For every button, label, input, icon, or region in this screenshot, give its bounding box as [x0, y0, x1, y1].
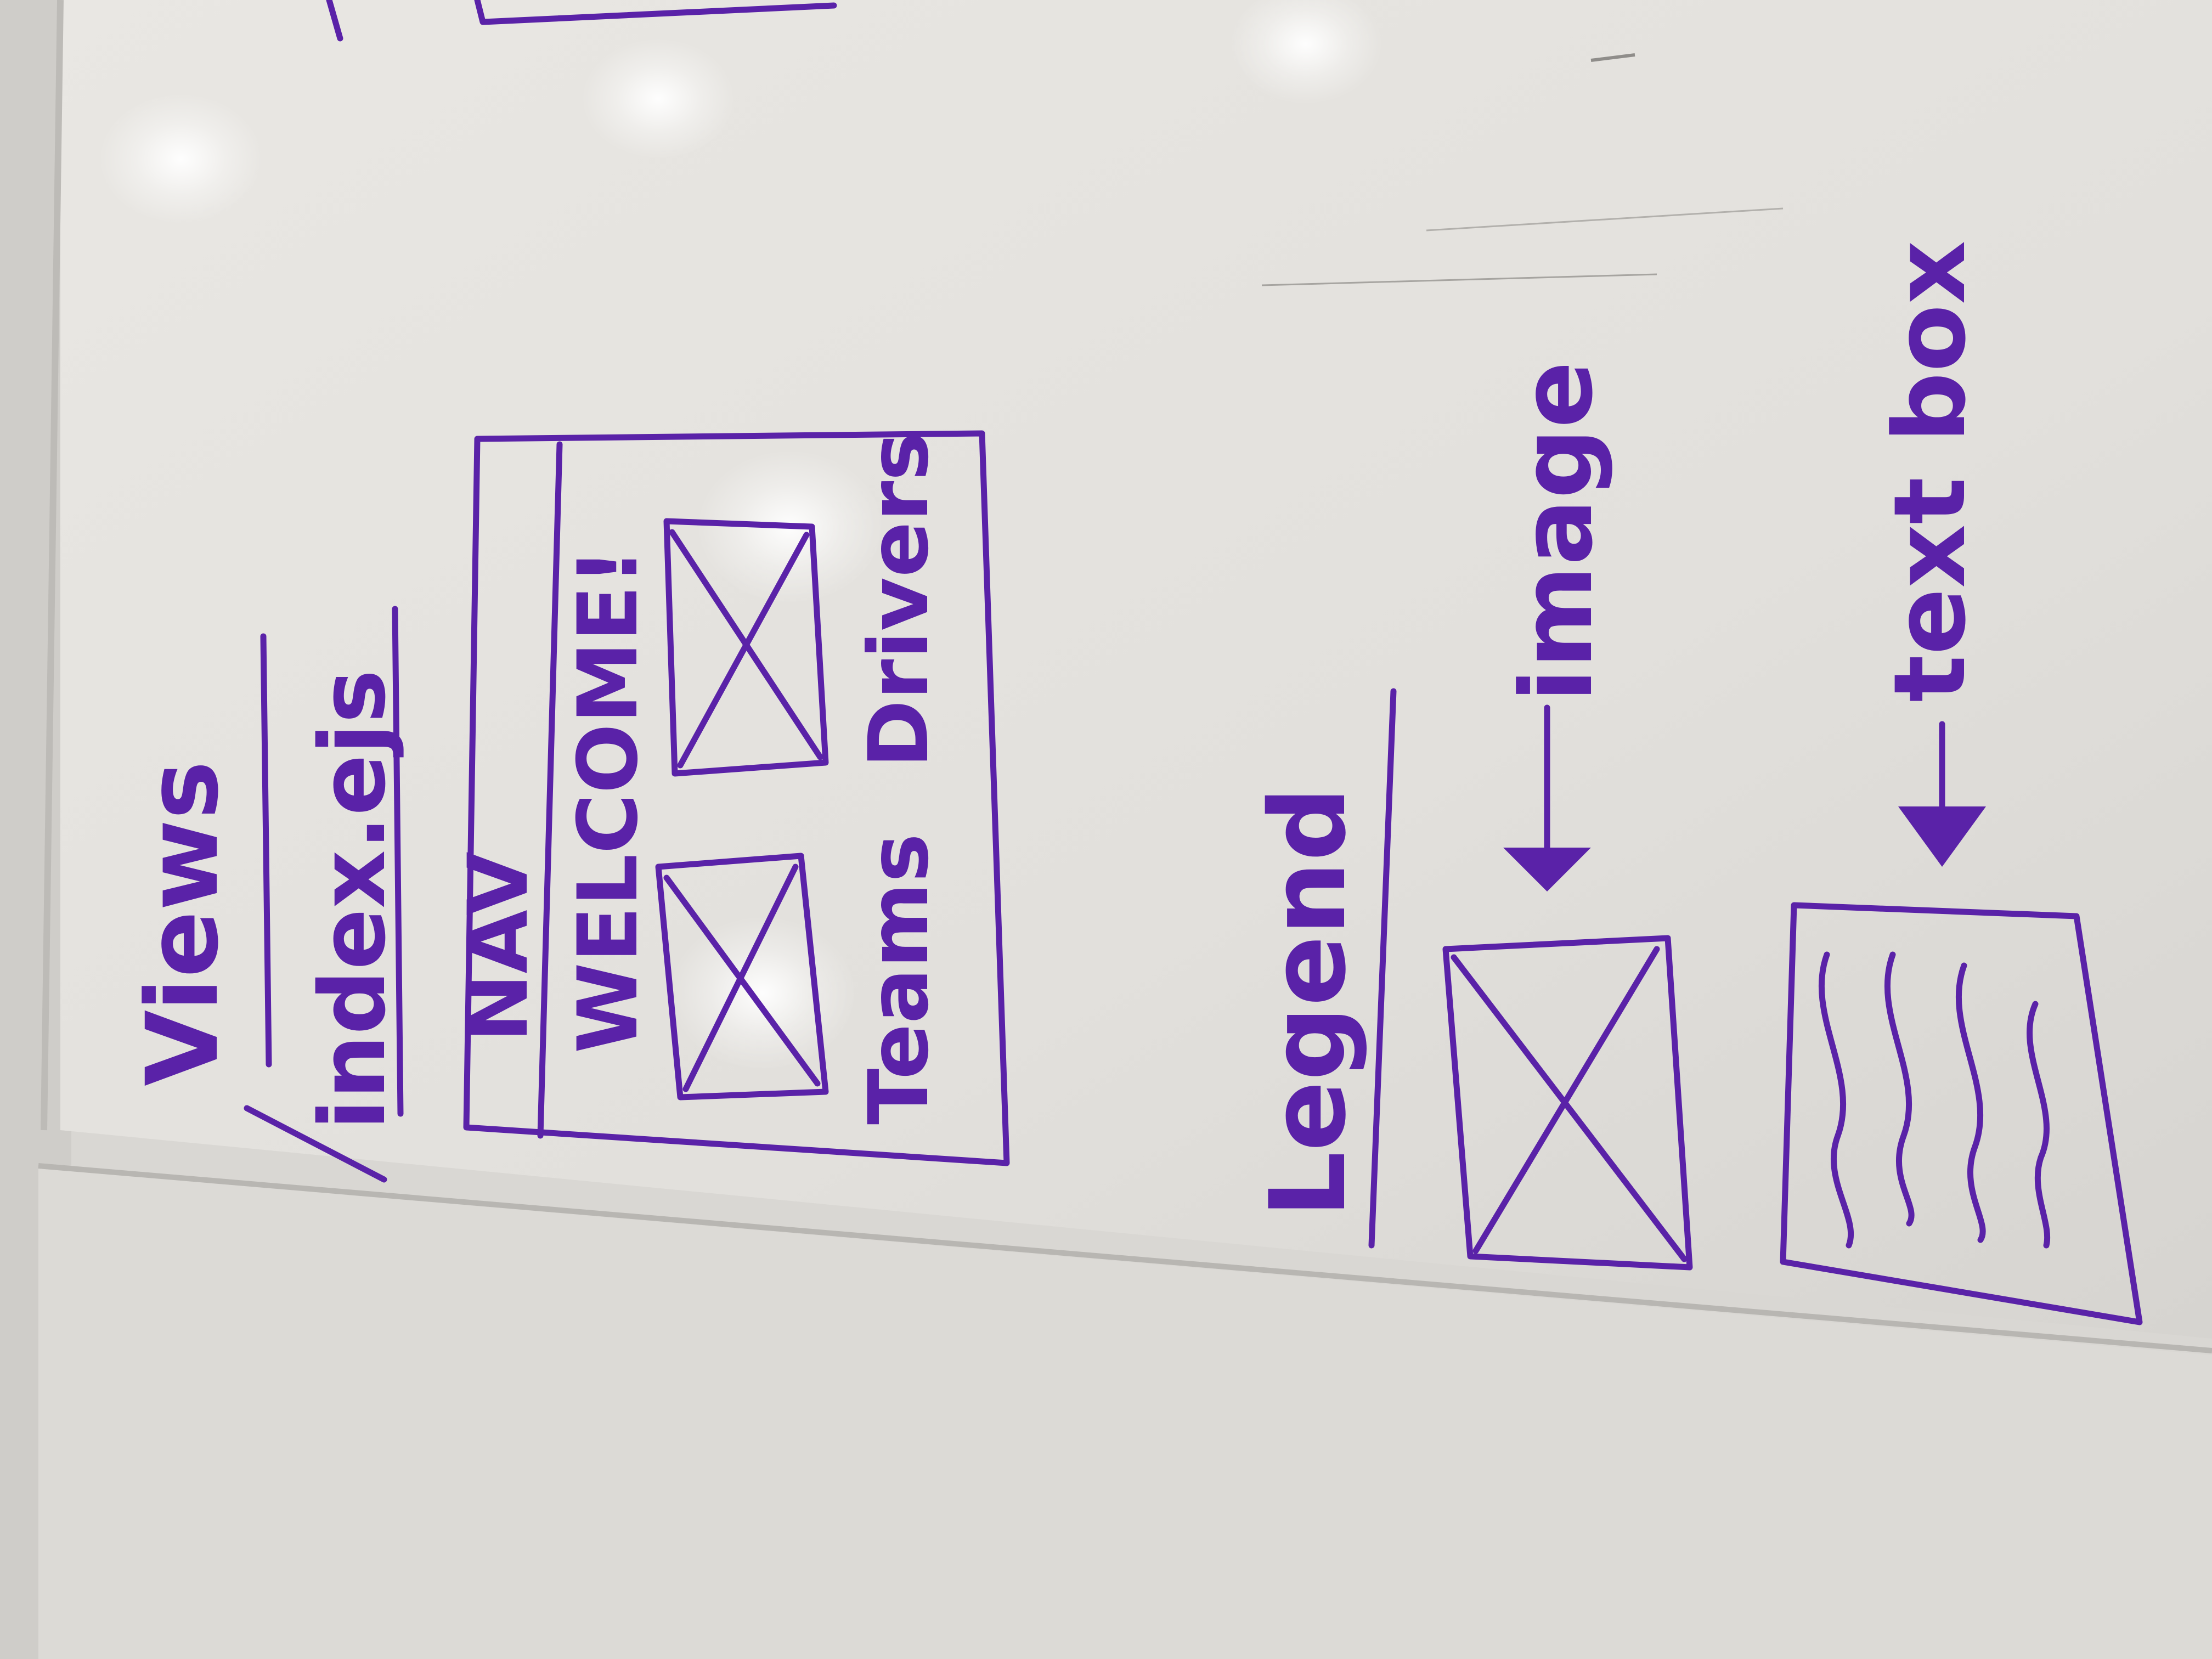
views-underline	[260, 633, 272, 1068]
legend-image-icon	[1442, 935, 1693, 1271]
board-panel-seam	[38, 1163, 2212, 1353]
wireframe-image-placeholder	[663, 518, 829, 777]
wireframe-nav-divider	[537, 441, 563, 1139]
arrow-left-icon	[1503, 848, 1591, 891]
board-scratch	[1426, 207, 1784, 232]
board-scratch	[1261, 273, 1657, 286]
light-glare	[99, 93, 263, 225]
legend-underline	[1368, 688, 1397, 1249]
wireframe-drivers-label: Drivers	[851, 432, 947, 768]
wireframe-teams-label: Teams	[851, 833, 947, 1125]
legend-text-box-label: text box	[1873, 240, 1988, 702]
fragment-top-line	[326, 0, 343, 42]
index-underline	[392, 606, 404, 1117]
legend-title: Legend	[1248, 787, 1369, 1218]
board-panel-lower	[38, 1169, 2212, 1659]
fragment-top-box	[474, 0, 837, 25]
wireframe-nav-label: NAV	[451, 851, 546, 1042]
board-left-rail	[41, 0, 64, 1131]
arrow-down-icon	[1898, 806, 1986, 867]
light-glare	[1229, 0, 1383, 104]
page-file-name: index.ejs	[300, 669, 405, 1130]
light-glare	[582, 38, 735, 159]
wireframe-welcome-label: WELCOME!	[561, 548, 656, 1053]
legend-image-label: image	[1500, 361, 1615, 702]
board-scratch	[1590, 53, 1635, 62]
wireframe-page-box	[463, 430, 1010, 1166]
heading-views: Views	[126, 761, 240, 1086]
wireframe-image-placeholder	[655, 853, 829, 1101]
legend-text-box-icon	[1780, 902, 2143, 1325]
slash-mark	[244, 1105, 387, 1183]
